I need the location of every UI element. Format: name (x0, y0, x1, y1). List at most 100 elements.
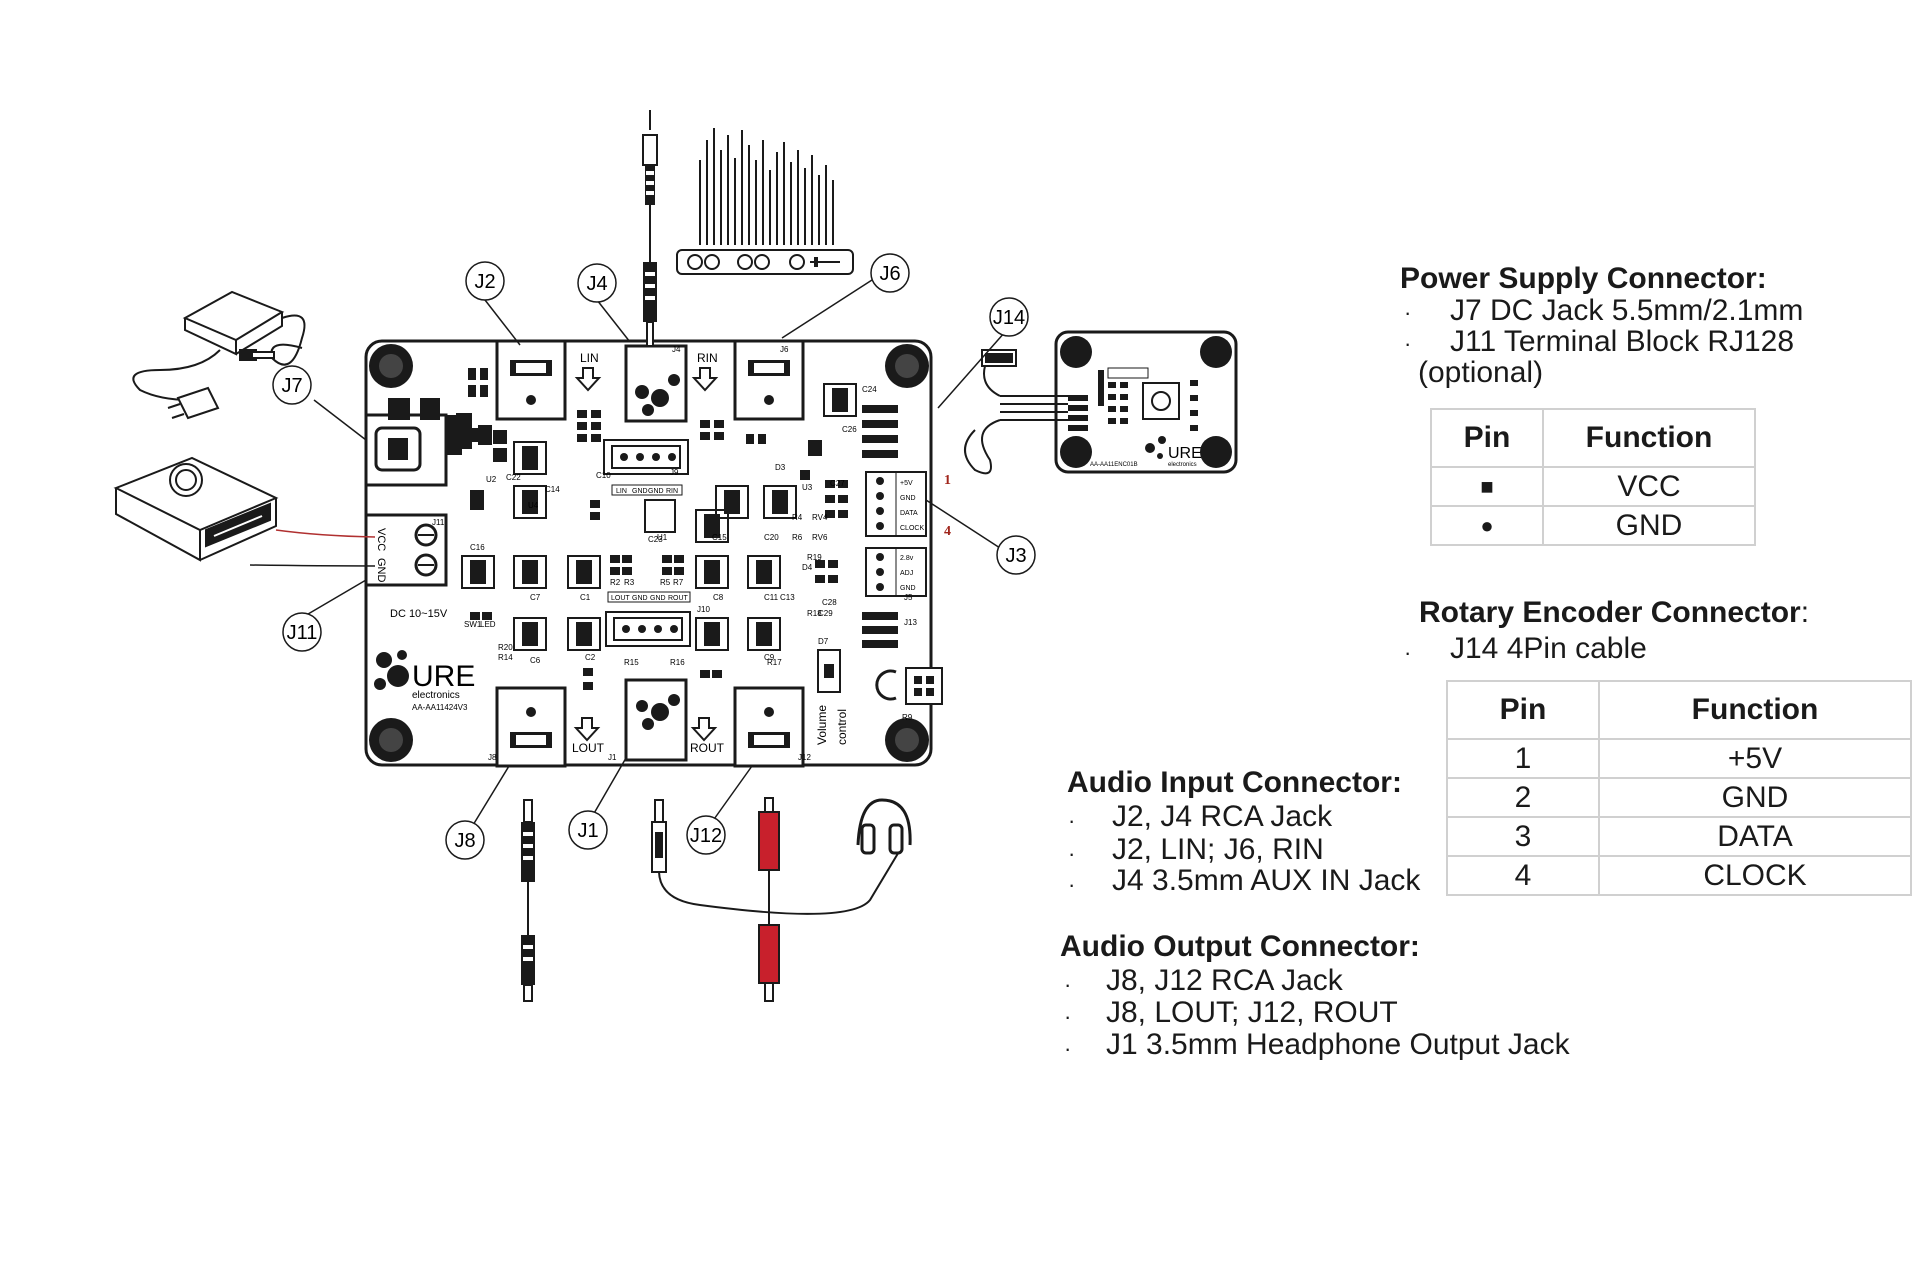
component-ref-label: R18 (807, 609, 822, 618)
pin-symbol-circle: ● (1430, 505, 1544, 546)
pin-number: 3 (1446, 816, 1600, 857)
callout-circle (272, 365, 312, 405)
component-ref-label: J9 (670, 468, 679, 477)
component-ref-label: R2 (610, 578, 621, 587)
component-ref-label: U3 (802, 483, 813, 492)
component-ref-label: C14 (545, 485, 560, 494)
callout-circle (465, 261, 505, 301)
table-row: 1+5V (1446, 738, 1912, 779)
power-adapter (132, 290, 306, 420)
bullet: · (1068, 841, 1076, 866)
column-header-function: Function (1542, 408, 1756, 468)
callout-label: J4 (586, 273, 607, 295)
component-ref-label: J6 (780, 345, 789, 354)
component-ref-label: J8 (488, 753, 497, 762)
headphones-icon (856, 798, 912, 855)
component-ref-label: RV4 (812, 513, 828, 522)
audio-output-item-3: J1 3.5mm Headphone Output Jack (1106, 1028, 1570, 1061)
mounting-hole (885, 718, 929, 762)
component-ref-label: C9 (764, 653, 775, 662)
component-ref-label: C24 (862, 385, 877, 394)
mounting-hole (369, 718, 413, 762)
svg-text:LOUT: LOUT (611, 595, 630, 602)
j3-pin1-marker: 1 (944, 473, 951, 488)
svg-text:DATA: DATA (900, 510, 918, 517)
component-ref-label: C10 (596, 471, 611, 480)
callout-label: J6 (879, 263, 900, 285)
component-ref-label: R20 (498, 643, 513, 652)
callout-label: J12 (690, 825, 722, 847)
callout-circle (996, 535, 1036, 575)
pin-number: 1 (1446, 738, 1600, 779)
component-ref-label: U4 (528, 501, 539, 510)
component-ref-label: R9 (902, 713, 913, 722)
output-header-j10 (605, 611, 691, 647)
amplifier-board: VCC GND DC 10~15V LIN RIN (364, 339, 943, 768)
component-ref-label: C11 (764, 593, 779, 602)
rca-cable (758, 797, 780, 1002)
power-components (388, 398, 492, 449)
component-ref-label: R6 (792, 533, 803, 542)
volume-switch-sw1 (817, 649, 943, 705)
component-ref-label: R7 (673, 578, 684, 587)
component-ref-label: D3 (775, 463, 786, 472)
column-header-function: Function (1598, 680, 1912, 740)
component-ref-label: R17 (767, 658, 782, 667)
pin-function: +5V (1598, 738, 1912, 779)
pin-function: GND (1598, 777, 1912, 818)
callout-circle (989, 297, 1029, 337)
pin-symbol-square: ■ (1430, 466, 1544, 507)
component-ref-label: SW1 (464, 620, 482, 629)
dc-input-silk: DC 10~15V (390, 608, 448, 620)
vcc-silk: VCC (375, 528, 387, 551)
audio-output-item-2: J8, LOUT; J12, ROUT (1106, 996, 1398, 1029)
rca-jack-j2 (495, 339, 567, 421)
pin-number: 2 (1446, 777, 1600, 818)
component-ref-label: C16 (470, 543, 485, 552)
bullet: · (1068, 872, 1076, 897)
rca-jack-j8 (495, 686, 567, 768)
leader-lines (302, 279, 1006, 831)
switching-power-supply (113, 456, 279, 562)
component-ref-label: RV6 (812, 533, 828, 542)
component-ref-label: U1 (657, 533, 668, 542)
component-ref-label: R14 (498, 653, 513, 662)
svg-text:GND: GND (650, 595, 666, 602)
svg-text:ROUT: ROUT (668, 595, 689, 602)
svg-text:RIN: RIN (666, 488, 678, 495)
lin-silk: LIN (580, 351, 599, 365)
power-note: (optional) (1418, 356, 1544, 389)
input-header-j9 (603, 439, 689, 475)
lin-arrow-icon (574, 367, 602, 392)
component-ref-label: D4 (802, 563, 813, 572)
input-header-labels: LIN GND GND RIN (611, 484, 683, 496)
bullet: · (1064, 1004, 1072, 1029)
component-ref-label: C15 (712, 533, 727, 542)
svg-text:+5V: +5V (900, 480, 913, 487)
component-ref-label: J10 (697, 605, 710, 614)
callout-label: J11 (287, 622, 318, 644)
bullet: · (1404, 640, 1412, 665)
component-ref-label: R15 (624, 658, 639, 667)
column-header-pin: Pin (1446, 680, 1600, 740)
bullet: · (1068, 808, 1076, 833)
svg-text:ADJ: ADJ (900, 570, 913, 577)
component-ref-label: J12 (798, 753, 811, 762)
control-silk: control (835, 709, 849, 745)
callout-label: J1 (577, 820, 598, 842)
encoder-title: Rotary Encoder Connector: (1419, 596, 1810, 629)
aux-jack-j4 (624, 344, 688, 423)
component-ref-label: C7 (530, 593, 541, 602)
component-ref-label: C22 (506, 473, 521, 482)
audio-output-item-1: J8, J12 RCA Jack (1106, 964, 1343, 997)
power-pin-table: Pin Function ■ VCC ● GND (1430, 408, 1756, 546)
encoder-brand-sub: electronics (1168, 462, 1197, 468)
svg-text:electronics: electronics (412, 690, 460, 701)
audio-input-title: Audio Input Connector: (1067, 766, 1402, 799)
rout-arrow-icon (690, 717, 718, 742)
component-ref-label: J11 (432, 518, 445, 527)
callout-circle (577, 263, 617, 303)
component-ref-label: J13 (904, 618, 917, 627)
